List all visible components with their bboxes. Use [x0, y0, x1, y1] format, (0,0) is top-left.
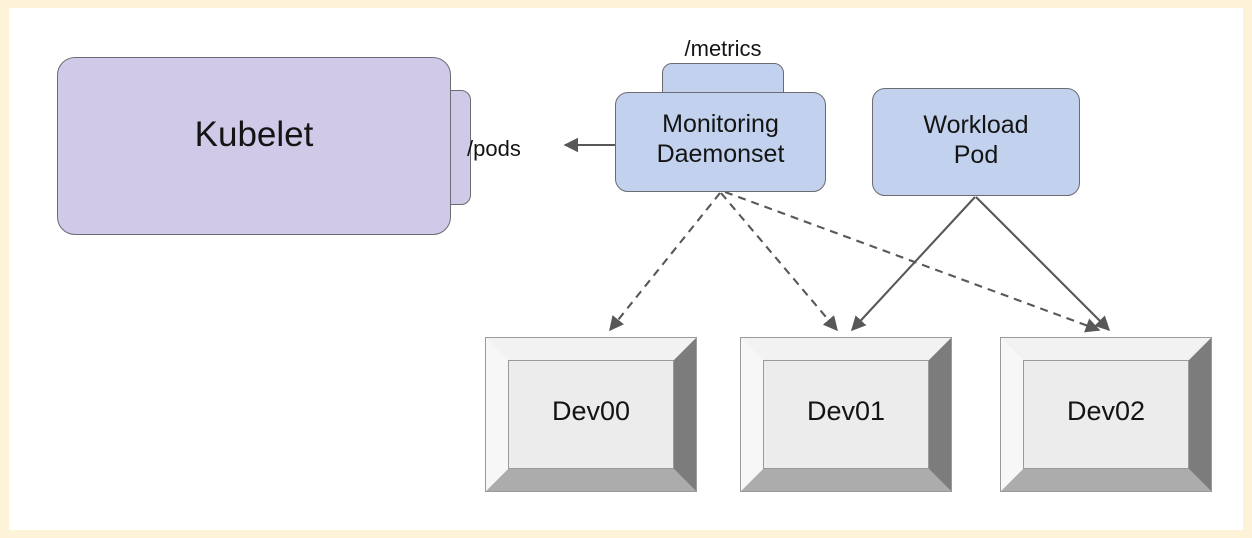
device-bevel-bottom-icon [1001, 469, 1211, 491]
workload-pod-label: Workload Pod [923, 111, 1029, 169]
device-bevel-top-icon [1001, 338, 1211, 360]
node-device-dev01[interactable]: Dev01 [740, 337, 952, 492]
pods-port-label: /pods [467, 136, 521, 161]
device-face [1023, 360, 1189, 469]
node-kubelet[interactable]: Kubelet [57, 57, 451, 235]
node-device-dev02[interactable]: Dev02 [1000, 337, 1212, 492]
device-face [508, 360, 674, 469]
device-bevel-left-icon [486, 338, 508, 491]
monitoring-daemonset-label: Monitoring Daemonset [656, 110, 785, 168]
node-monitoring-daemonset[interactable]: Monitoring Daemonset [615, 92, 826, 192]
device-bevel-right-icon [1189, 338, 1211, 491]
edge-daemonset-to-dev00 [609, 192, 721, 332]
edge-workload-to-dev01 [851, 196, 976, 332]
node-device-dev00[interactable]: Dev00 [485, 337, 697, 492]
node-workload-pod[interactable]: Workload Pod [872, 88, 1080, 196]
device-bevel-right-icon [674, 338, 696, 491]
device-bevel-top-icon [486, 338, 696, 360]
edge-workload-to-dev02 [975, 196, 1111, 332]
device-bevel-left-icon [1001, 338, 1023, 491]
edge-daemonset-to-dev01 [720, 192, 838, 332]
device-bevel-bottom-icon [741, 469, 951, 491]
kubelet-label: Kubelet [194, 115, 314, 154]
device-bevel-top-icon [741, 338, 951, 360]
edge-daemonset-to-dev02 [724, 191, 1101, 333]
device-bevel-right-icon [929, 338, 951, 491]
device-bevel-bottom-icon [486, 469, 696, 491]
metrics-port-label: /metrics [684, 36, 762, 61]
diagram-canvas: Kubelet /pods /metrics Monitoring Daemon… [9, 8, 1243, 530]
device-bevel-left-icon [741, 338, 763, 491]
device-face [763, 360, 929, 469]
